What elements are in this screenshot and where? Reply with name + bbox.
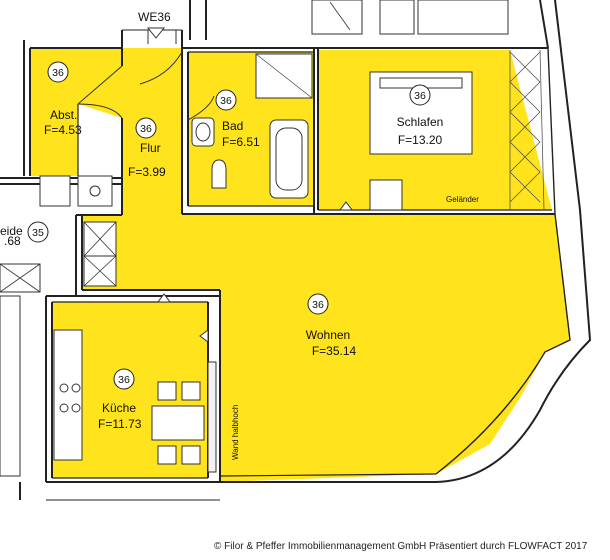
- room-area-bad: F=6.51: [222, 135, 260, 149]
- room-area-abst: F=4.53: [44, 123, 82, 137]
- window-glazing: [509, 49, 545, 211]
- room-number-circle-bad: [215, 89, 237, 111]
- room-name-neighbor: eide: [0, 224, 23, 238]
- room-number-flur: 36: [140, 123, 152, 135]
- room-name-kueche: Küche: [102, 401, 136, 415]
- fixtures: [0, 0, 509, 477]
- room-name-abst: Abst.: [50, 108, 77, 122]
- annotation-wand: Wand halbhoch: [231, 405, 240, 460]
- storage-crosses: [0, 1, 351, 293]
- room-number-circle-neighbor: [27, 221, 49, 243]
- room-number-circle-wohnen: [307, 293, 329, 315]
- labels: WE36 36 Abst. F=4.53 36 Flur F=3.99 36 B…: [0, 10, 479, 460]
- room-name-flur: Flur: [140, 141, 161, 155]
- room-number-circle-abst: [47, 61, 69, 83]
- unit-label: WE36: [138, 10, 171, 24]
- walls: [0, 0, 592, 501]
- room-name-schlafen: Schlafen: [397, 115, 444, 129]
- room-floor-flur-wohnen: [82, 48, 570, 482]
- room-area-flur: F=3.99: [128, 165, 166, 179]
- room-area-kueche: F=11.73: [98, 417, 142, 431]
- copyright-text: © Filor & Pfeffer Immobilienmanagement G…: [214, 541, 588, 552]
- room-number-wohnen: 36: [312, 299, 324, 311]
- room-number-circle-schlafen: [409, 84, 431, 106]
- half-wall: [207, 361, 217, 473]
- room-number-circle-flur: [135, 117, 157, 139]
- room-area-neighbor: .68: [4, 234, 21, 248]
- door-swings: [77, 30, 215, 121]
- toilet: [211, 159, 227, 189]
- dining-table: [151, 405, 205, 441]
- room-number-schlafen: 36: [414, 90, 426, 102]
- arrow-markers: [146, 27, 353, 343]
- kitchen-counter: [53, 329, 83, 461]
- room-number-neighbor: 35: [32, 227, 44, 239]
- room-number-kueche: 36: [118, 374, 130, 386]
- room-area-wohnen: F=35.14: [312, 344, 357, 358]
- room-number-abst: 36: [52, 67, 64, 79]
- room-number-circle-kueche: [113, 368, 135, 390]
- annotation-gelaender: Geländer: [446, 195, 479, 204]
- room-number-bad: 36: [220, 95, 232, 107]
- room-name-bad: Bad: [222, 119, 243, 133]
- room-area-schlafen: F=13.20: [398, 133, 443, 147]
- room-number-circles: [27, 61, 431, 390]
- room-name-wohnen: Wohnen: [306, 328, 350, 342]
